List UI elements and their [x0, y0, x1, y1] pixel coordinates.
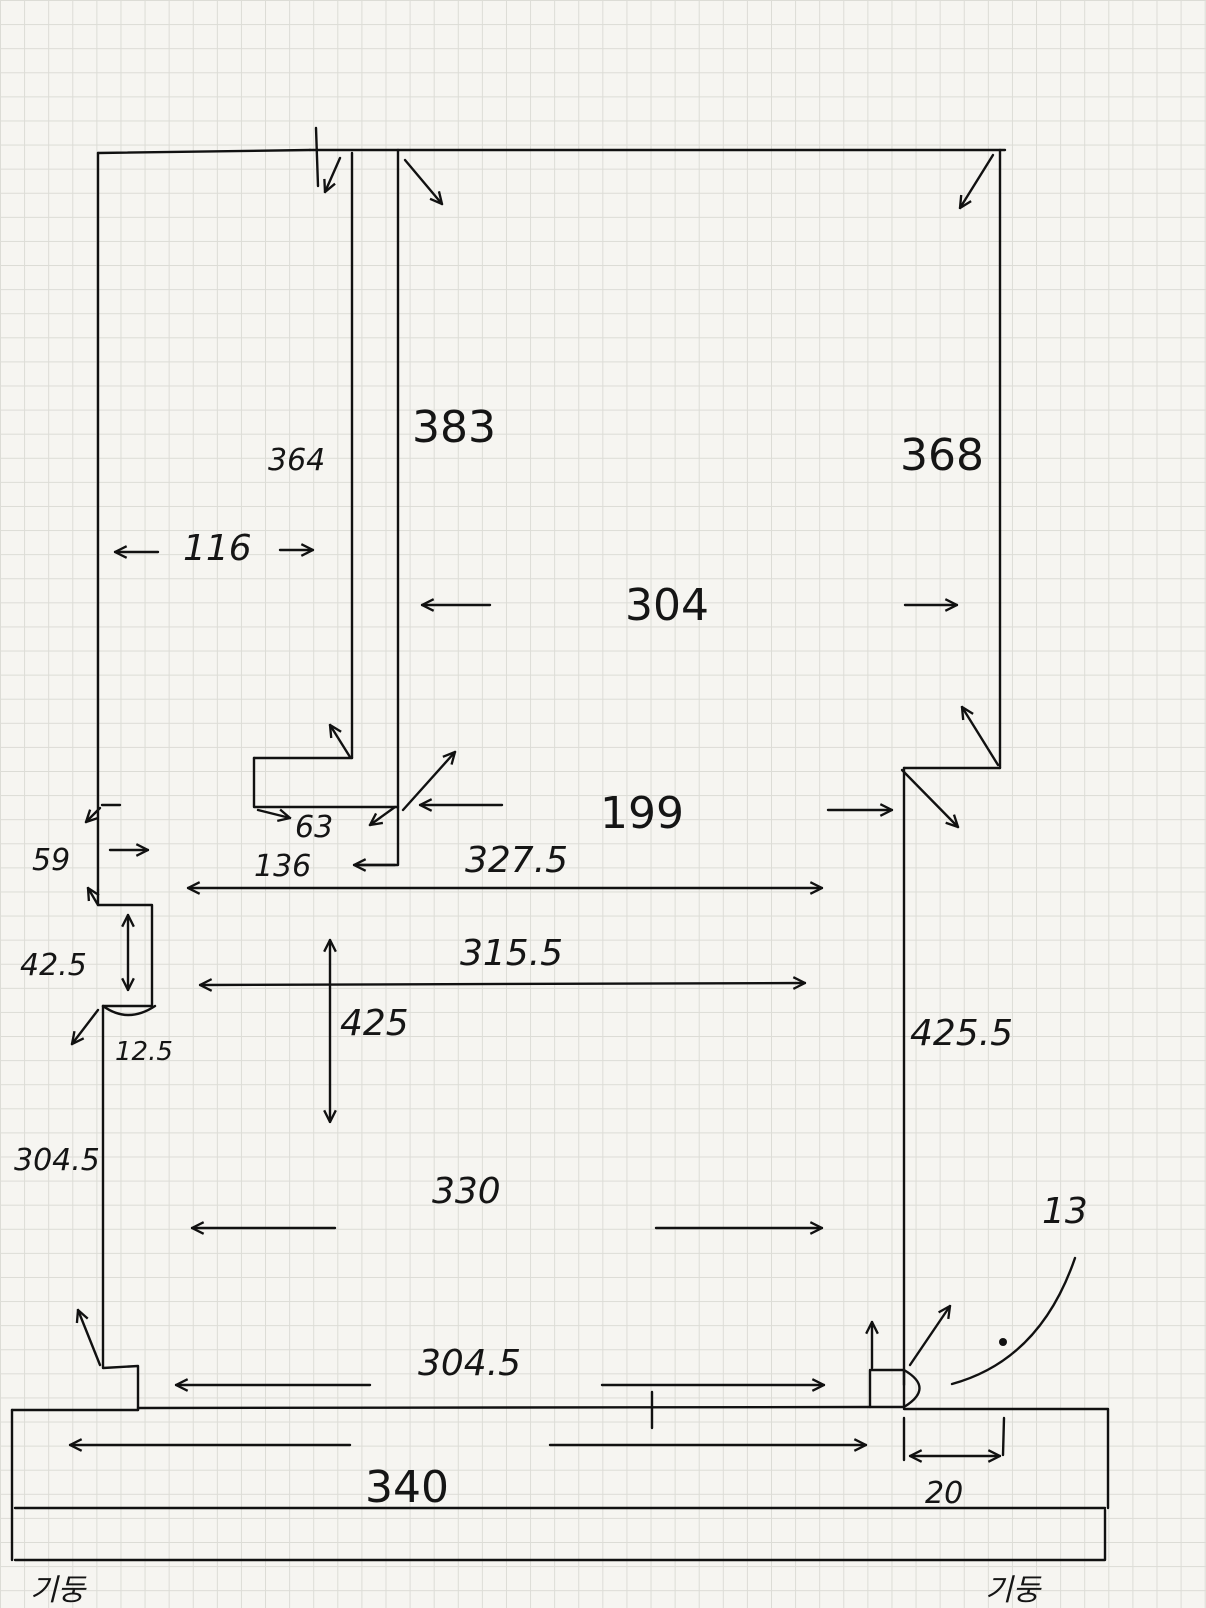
label-383: 383 [412, 402, 496, 453]
wall-outline [10, 126, 1110, 1562]
label-315-5: 315.5 [460, 933, 563, 974]
label-304-5-bottom: 304.5 [418, 1343, 521, 1384]
label-425: 425 [340, 1003, 409, 1044]
label-63: 63 [295, 810, 333, 845]
label-304: 304 [625, 580, 709, 631]
label-13: 13 [1042, 1191, 1088, 1232]
label-368: 368 [900, 430, 984, 481]
label-116: 116 [183, 528, 252, 569]
dimension-arrows [68, 153, 1077, 1456]
label-12-5: 12.5 [115, 1037, 173, 1067]
label-pillar-left: 기둥 [30, 1573, 88, 1608]
label-304-5-left: 304.5 [14, 1143, 100, 1178]
label-20: 20 [925, 1476, 963, 1511]
label-136: 136 [254, 849, 311, 884]
label-327-5: 327.5 [465, 840, 568, 881]
label-199: 199 [600, 788, 684, 839]
label-330: 330 [432, 1171, 501, 1212]
label-59: 59 [32, 843, 70, 878]
label-364: 364 [268, 443, 325, 478]
label-42-5: 42.5 [20, 948, 87, 983]
label-340: 340 [365, 1462, 449, 1513]
label-425-5: 425.5 [910, 1013, 1013, 1054]
dimension-labels: 364 383 368 116 304 63 136 59 199 327.5 … [14, 402, 1088, 1608]
label-pillar-right: 기둥 [985, 1573, 1043, 1608]
